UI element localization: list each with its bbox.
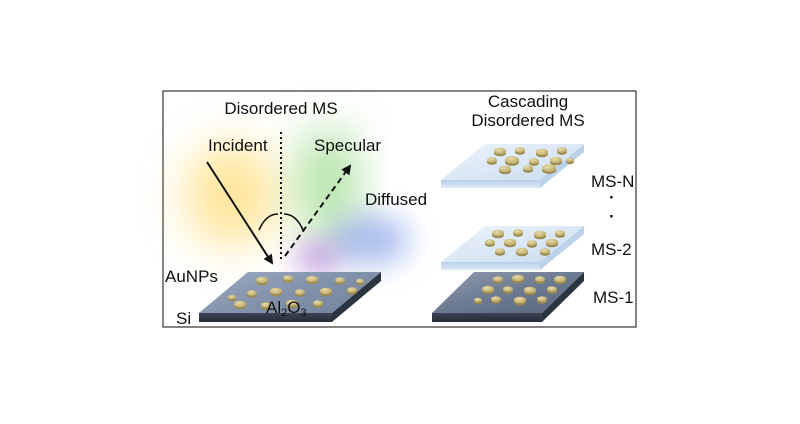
si-side-right [332, 272, 381, 322]
diffused-label: Diffused [365, 190, 428, 209]
nanoparticle [234, 300, 246, 308]
disordered-ms-title: Disordered MS [224, 99, 338, 118]
light-glows [184, 125, 410, 274]
nanoparticle [514, 296, 526, 304]
nanoparticle [557, 147, 567, 153]
cascading-title-line1: Cascading [487, 92, 569, 111]
nanoparticle [512, 274, 524, 282]
nanoparticle [270, 287, 282, 295]
nanoparticle [492, 229, 504, 237]
nanoparticles-left [228, 275, 364, 310]
nanoparticle [540, 248, 550, 254]
si-side [199, 313, 332, 322]
nanoparticle [313, 300, 323, 306]
nanoparticle [256, 276, 268, 284]
nanoparticle [487, 157, 497, 163]
nanoparticle [347, 287, 357, 293]
specular-label: Specular [314, 136, 382, 155]
nanoparticle [534, 230, 546, 238]
nanoparticles-ms-2 [485, 229, 565, 257]
incident-label: Incident [208, 136, 268, 155]
nanoparticle [554, 275, 566, 283]
nanoparticle [228, 294, 236, 300]
nanoparticle [527, 240, 537, 246]
al2o3-o: O [287, 298, 301, 317]
nanoparticle [491, 296, 501, 302]
ms-n-side [441, 180, 540, 188]
nanoparticle [474, 297, 482, 303]
ms-2-side-right [540, 226, 584, 270]
ms-2-side [441, 262, 540, 270]
nanoparticle [494, 147, 506, 155]
al2o3-sub-3: 3 [300, 307, 307, 319]
incident-angle-arc [258, 213, 279, 231]
nanoparticle [537, 296, 547, 302]
ellipsis-dot-1: · [609, 188, 615, 207]
incident-arrow [206, 161, 274, 265]
specular-arrow [284, 164, 352, 257]
nanoparticle [555, 230, 565, 236]
nanoparticle [523, 165, 533, 171]
nanoparticle [306, 275, 318, 283]
nanoparticle [516, 247, 528, 255]
nanoparticle [513, 229, 523, 235]
al2o3-al: Al [266, 298, 282, 317]
nanoparticle [546, 238, 558, 246]
ms-n-side-right [540, 144, 584, 188]
nanoparticle [295, 289, 305, 295]
reflection-angle-arc [283, 213, 304, 231]
nanoparticle [505, 156, 519, 164]
nanoparticle [320, 287, 332, 295]
incident-glow [184, 143, 280, 247]
cascading-title-line2: Disordered MS [471, 111, 585, 130]
aunps-label: AuNPs [165, 267, 218, 286]
al2o3-sub-2: 2 [281, 307, 288, 319]
nanoparticle [495, 248, 505, 254]
nanoparticle [504, 238, 516, 246]
ms-2-label: MS-2 [591, 240, 632, 259]
nanoparticle [485, 239, 495, 245]
nanoparticle [529, 158, 539, 164]
nanoparticle [499, 165, 511, 173]
nanoparticle [542, 164, 556, 172]
nanoparticle [286, 299, 298, 307]
nanoparticle [335, 277, 345, 283]
al2o3-label: Al2O3 [266, 299, 307, 319]
ms-n-label: MS-N [591, 172, 635, 191]
ms-1-side [432, 313, 542, 322]
nanoparticle [493, 276, 503, 282]
diffused-glow-purple [296, 242, 340, 274]
ms-1-layer [432, 272, 584, 322]
nanoparticle [524, 286, 536, 294]
ms-1-label: MS-1 [593, 288, 634, 307]
nanoparticle [535, 276, 545, 282]
nanoparticle [283, 275, 293, 281]
nanoparticle [482, 285, 494, 293]
nanoparticle [503, 286, 513, 292]
specular-glow [298, 125, 358, 245]
nanoparticle [356, 278, 364, 284]
si-label: Si [176, 309, 192, 328]
nanoparticle [261, 302, 271, 308]
diffused-glow-blue [330, 214, 410, 266]
nanoparticle [550, 156, 562, 164]
nanoparticle [515, 147, 525, 153]
nanoparticle [536, 148, 548, 156]
nanoparticle [566, 157, 574, 163]
ellipsis-dot-2: · [609, 207, 615, 226]
nanoparticles-ms-1 [474, 274, 566, 306]
nanoparticles-ms-n [487, 147, 574, 175]
ms-1-side-right [542, 272, 584, 322]
nanoparticle [547, 286, 557, 292]
diagram-frame [162, 90, 637, 328]
nanoparticle [247, 290, 257, 296]
